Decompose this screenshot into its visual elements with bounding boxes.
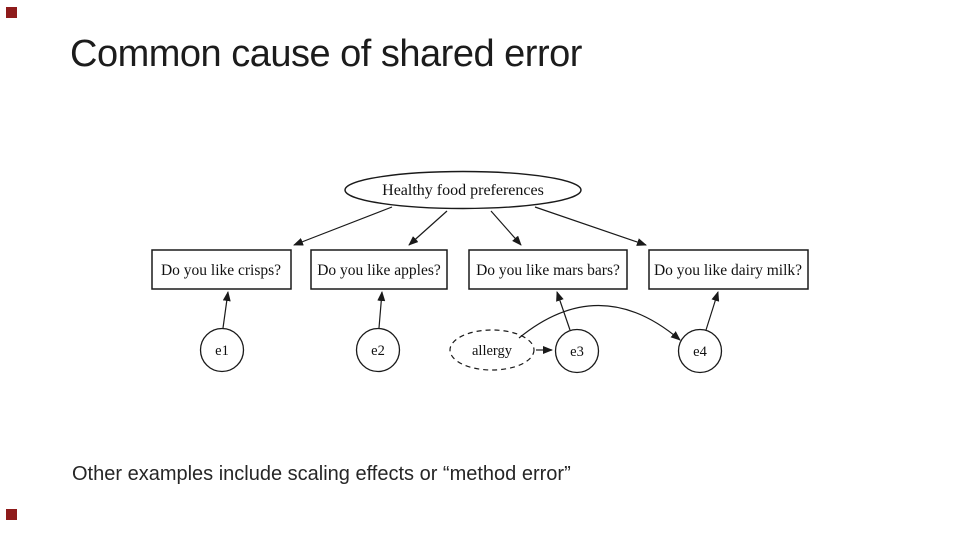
arrow-e2-to-apples [377,291,386,329]
arrow-e3-to-mars-bars [556,291,571,331]
error-node-e3 [554,328,600,374]
slide-footer-text: Other examples include scaling effects o… [72,463,571,485]
question-box-dairy-milk-label: Do you like dairy milk? [654,262,802,279]
accent-square-top [6,7,17,18]
latent-node-ellipse [344,170,582,210]
question-box-apples [310,249,448,290]
arrow-latent-to-dairy-milk [534,206,647,246]
shared-cause-node-allergy [449,329,535,371]
arrow-latent-to-mars-bars [490,210,522,246]
error-node-e2-label: e2 [371,343,385,359]
shared-cause-node-allergy-label: allergy [472,343,513,359]
error-node-e3-label: e3 [570,344,584,360]
question-box-mars-bars [468,249,628,290]
question-box-apples-label: Do you like apples? [317,262,441,279]
arrow-latent-to-apples [408,210,448,246]
arrow-allergy-to-e4-curve [518,304,681,341]
question-box-crisps [151,249,292,290]
error-node-e2 [355,327,401,373]
question-box-crisps-label: Do you like crisps? [161,262,281,279]
error-node-e1-label: e1 [215,343,229,359]
arrow-e4-to-dairy-milk [705,291,720,331]
arrow-e1-to-crisps [222,291,231,329]
question-box-dairy-milk [648,249,809,290]
error-node-e4 [677,328,723,374]
error-node-e4-label: e4 [693,344,707,360]
slide-title: Common cause of shared error [70,33,582,75]
arrow-latent-to-crisps [293,206,393,246]
accent-square-bottom [6,509,17,520]
error-node-e1 [199,327,245,373]
question-box-mars-bars-label: Do you like mars bars? [476,262,620,279]
latent-node-label: Healthy food preferences [382,182,544,199]
